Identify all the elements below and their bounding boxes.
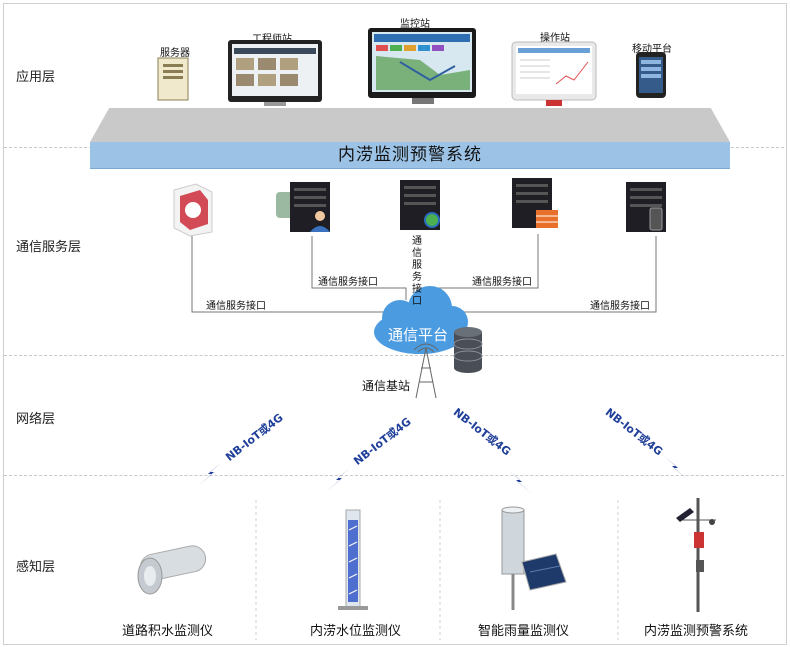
layer-divider — [4, 475, 784, 476]
system-banner-base — [90, 108, 730, 142]
wireless-links — [198, 456, 688, 494]
server-icon — [157, 57, 189, 101]
app-label-monitor: 监控站 — [400, 19, 430, 30]
diagram-frame — [3, 3, 787, 645]
interface-label-gateway: 通信服务接口 — [206, 301, 266, 312]
sensor-label-road: 道路积水监测仪 — [122, 624, 214, 639]
mobile-server-icon — [626, 182, 666, 232]
firewall-server-icon — [512, 178, 558, 228]
layer-label-perception: 感知层 — [16, 560, 56, 575]
gateway-icon — [173, 183, 213, 237]
interface-label-web: 通信服务接口 — [412, 236, 422, 307]
user-server-icon — [276, 182, 330, 232]
mobile-platform-icon — [636, 52, 666, 98]
sensor-label-warning: 内涝监测预警系统 — [644, 624, 749, 639]
monitor-station-icon — [368, 28, 476, 104]
operator-station-icon — [511, 41, 597, 106]
app-label-server: 服务器 — [160, 48, 190, 59]
road-water-sensor-icon — [137, 545, 207, 595]
warning-station-icon — [676, 498, 716, 612]
rain-gauge-icon — [501, 506, 567, 610]
platform-label: 通信平台 — [388, 326, 449, 344]
app-label-mobile: 移动平台 — [632, 44, 672, 55]
sensor-label-level: 内涝水位监测仪 — [310, 624, 402, 639]
app-label-engineer: 工程师站 — [252, 34, 292, 45]
water-level-sensor-icon — [338, 509, 368, 610]
interface-label-firewall: 通信服务接口 — [472, 277, 532, 288]
database-icon — [453, 327, 483, 373]
base-station-label: 通信基站 — [362, 379, 411, 393]
system-banner: 内涝监测预警系统 — [90, 142, 730, 169]
app-label-operator: 操作站 — [540, 33, 570, 44]
layer-divider — [4, 355, 784, 356]
layer-label-network: 网络层 — [16, 412, 56, 427]
sensor-separators — [255, 500, 619, 640]
interface-label-user: 通信服务接口 — [318, 277, 378, 288]
engineer-station-icon — [228, 40, 322, 106]
layer-label-application: 应用层 — [16, 70, 56, 85]
web-server-icon — [400, 180, 440, 230]
base-station-tower-icon — [413, 343, 439, 399]
interface-label-mobile: 通信服务接口 — [590, 301, 650, 312]
cloud-platform-icon — [374, 286, 468, 354]
layer-label-service: 通信服务层 — [16, 240, 82, 255]
sensor-label-rain: 智能雨量监测仪 — [478, 624, 570, 639]
